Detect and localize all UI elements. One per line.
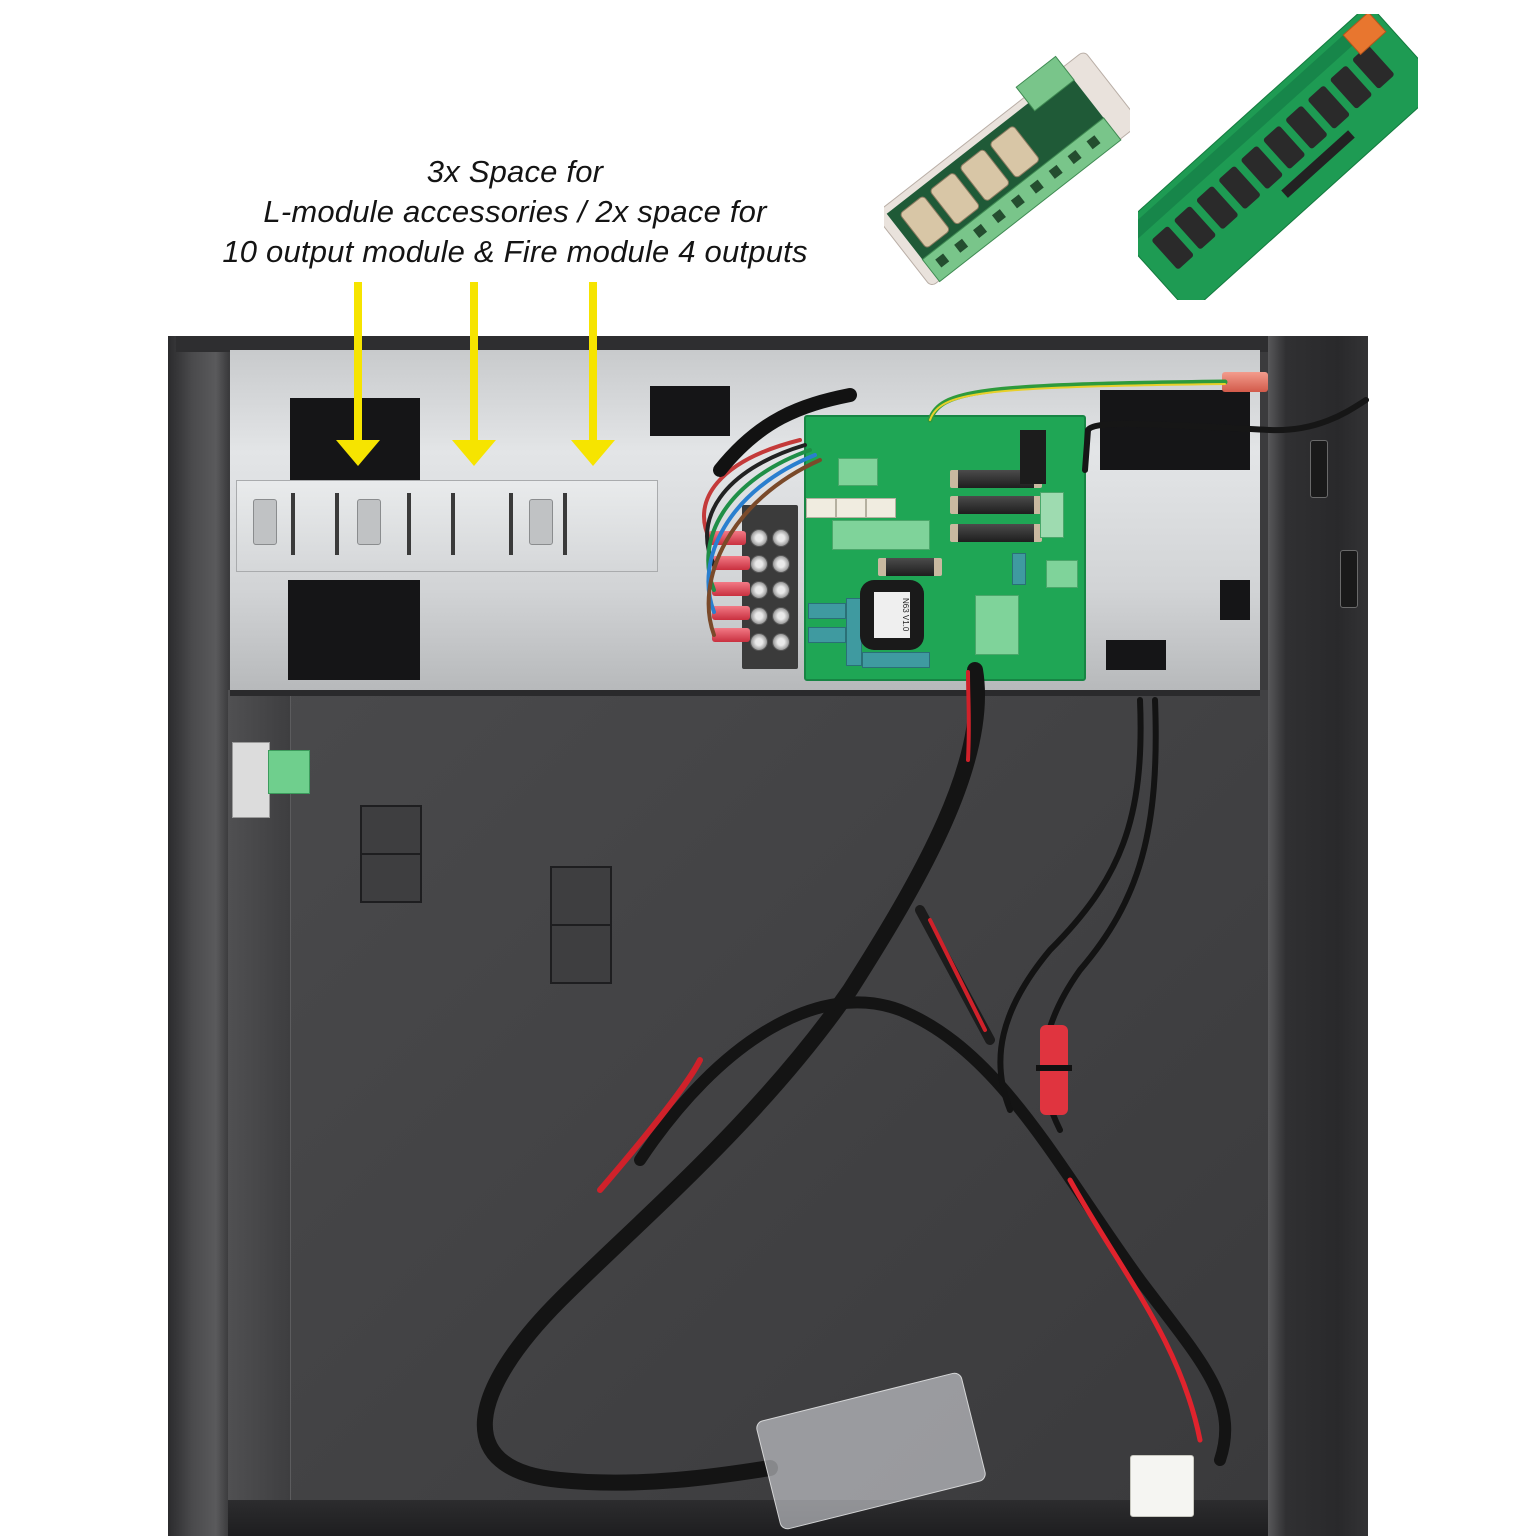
fuse xyxy=(878,558,942,576)
screw-icon xyxy=(772,555,790,573)
strip-slot xyxy=(451,493,455,555)
crimp-lug xyxy=(712,582,750,596)
crimp-lug xyxy=(712,556,750,570)
cabinet-top-lip xyxy=(176,336,1268,352)
chassis-cutout xyxy=(650,386,730,436)
green-terminal-block xyxy=(838,458,878,486)
screw-icon xyxy=(772,633,790,651)
green-terminal-block xyxy=(1040,492,1064,538)
crimp-lug xyxy=(712,606,750,620)
capacitor xyxy=(808,603,846,619)
10-output-module-image xyxy=(1117,5,1442,312)
knockout xyxy=(360,805,422,855)
strip-slot xyxy=(335,493,339,555)
mounting-tab xyxy=(253,499,277,545)
screw-icon xyxy=(750,555,768,573)
screw-icon xyxy=(750,581,768,599)
dip-switch xyxy=(1020,430,1046,484)
arrow-down-icon xyxy=(571,440,615,466)
fuse xyxy=(950,496,1042,514)
cabinet-floor xyxy=(228,1500,1268,1536)
strip-slot xyxy=(407,493,411,555)
green-terminal-block xyxy=(1046,560,1078,588)
screw-icon xyxy=(750,529,768,547)
arrow-shaft xyxy=(470,282,478,442)
knockout xyxy=(550,866,612,926)
rs485-connector xyxy=(232,742,270,818)
arrow-down-icon xyxy=(452,440,496,466)
arrow-shaft xyxy=(589,282,597,442)
capacitor xyxy=(1012,553,1026,585)
hinge-slot xyxy=(1310,440,1328,498)
earth-lug xyxy=(1222,372,1268,392)
crimp-lug xyxy=(712,628,750,642)
chassis-cutout xyxy=(1106,640,1166,670)
l-module-accessory-image xyxy=(876,38,1139,298)
arrow-shaft xyxy=(354,282,362,442)
mounting-tab xyxy=(357,499,381,545)
screw-icon xyxy=(772,607,790,625)
cabinet-right-wall xyxy=(1268,336,1368,1536)
annotation-caption: 3x Space for L-module accessories / 2x s… xyxy=(190,152,840,272)
choke-label: N63 V1.0 xyxy=(874,592,910,638)
screw-icon xyxy=(772,581,790,599)
battery-connector xyxy=(1130,1455,1194,1517)
caption-line-1: 3x Space for xyxy=(426,154,604,189)
fuse xyxy=(950,524,1042,542)
caption-line-3: 10 output module & Fire module 4 outputs xyxy=(222,234,808,269)
battery-terminal xyxy=(975,595,1019,655)
screw-icon xyxy=(750,607,768,625)
cabinet-left-wall xyxy=(168,336,228,1536)
cabinet-left-inner-rail xyxy=(228,690,291,1510)
capacitor xyxy=(808,627,846,643)
hinge-slot xyxy=(1340,550,1358,608)
strip-slot xyxy=(291,493,295,555)
screw-icon xyxy=(750,633,768,651)
green-terminal-block xyxy=(832,520,930,550)
din-mounting-strip xyxy=(236,480,658,572)
strip-slot xyxy=(509,493,513,555)
relay xyxy=(836,498,866,518)
mains-terminal-block xyxy=(742,505,798,669)
strip-slot xyxy=(563,493,567,555)
arrow-down-icon xyxy=(336,440,380,466)
chassis-cutout xyxy=(1220,580,1250,620)
relay xyxy=(866,498,896,518)
capacitor xyxy=(862,652,930,668)
green-terminal-block xyxy=(268,750,310,794)
mounting-tab xyxy=(529,499,553,545)
caption-line-2: L-module accessories / 2x space for xyxy=(263,194,767,229)
knockout xyxy=(360,853,422,903)
relay xyxy=(806,498,836,518)
module-slot-opening xyxy=(288,580,420,680)
knockout xyxy=(550,924,612,984)
screw-icon xyxy=(772,529,790,547)
